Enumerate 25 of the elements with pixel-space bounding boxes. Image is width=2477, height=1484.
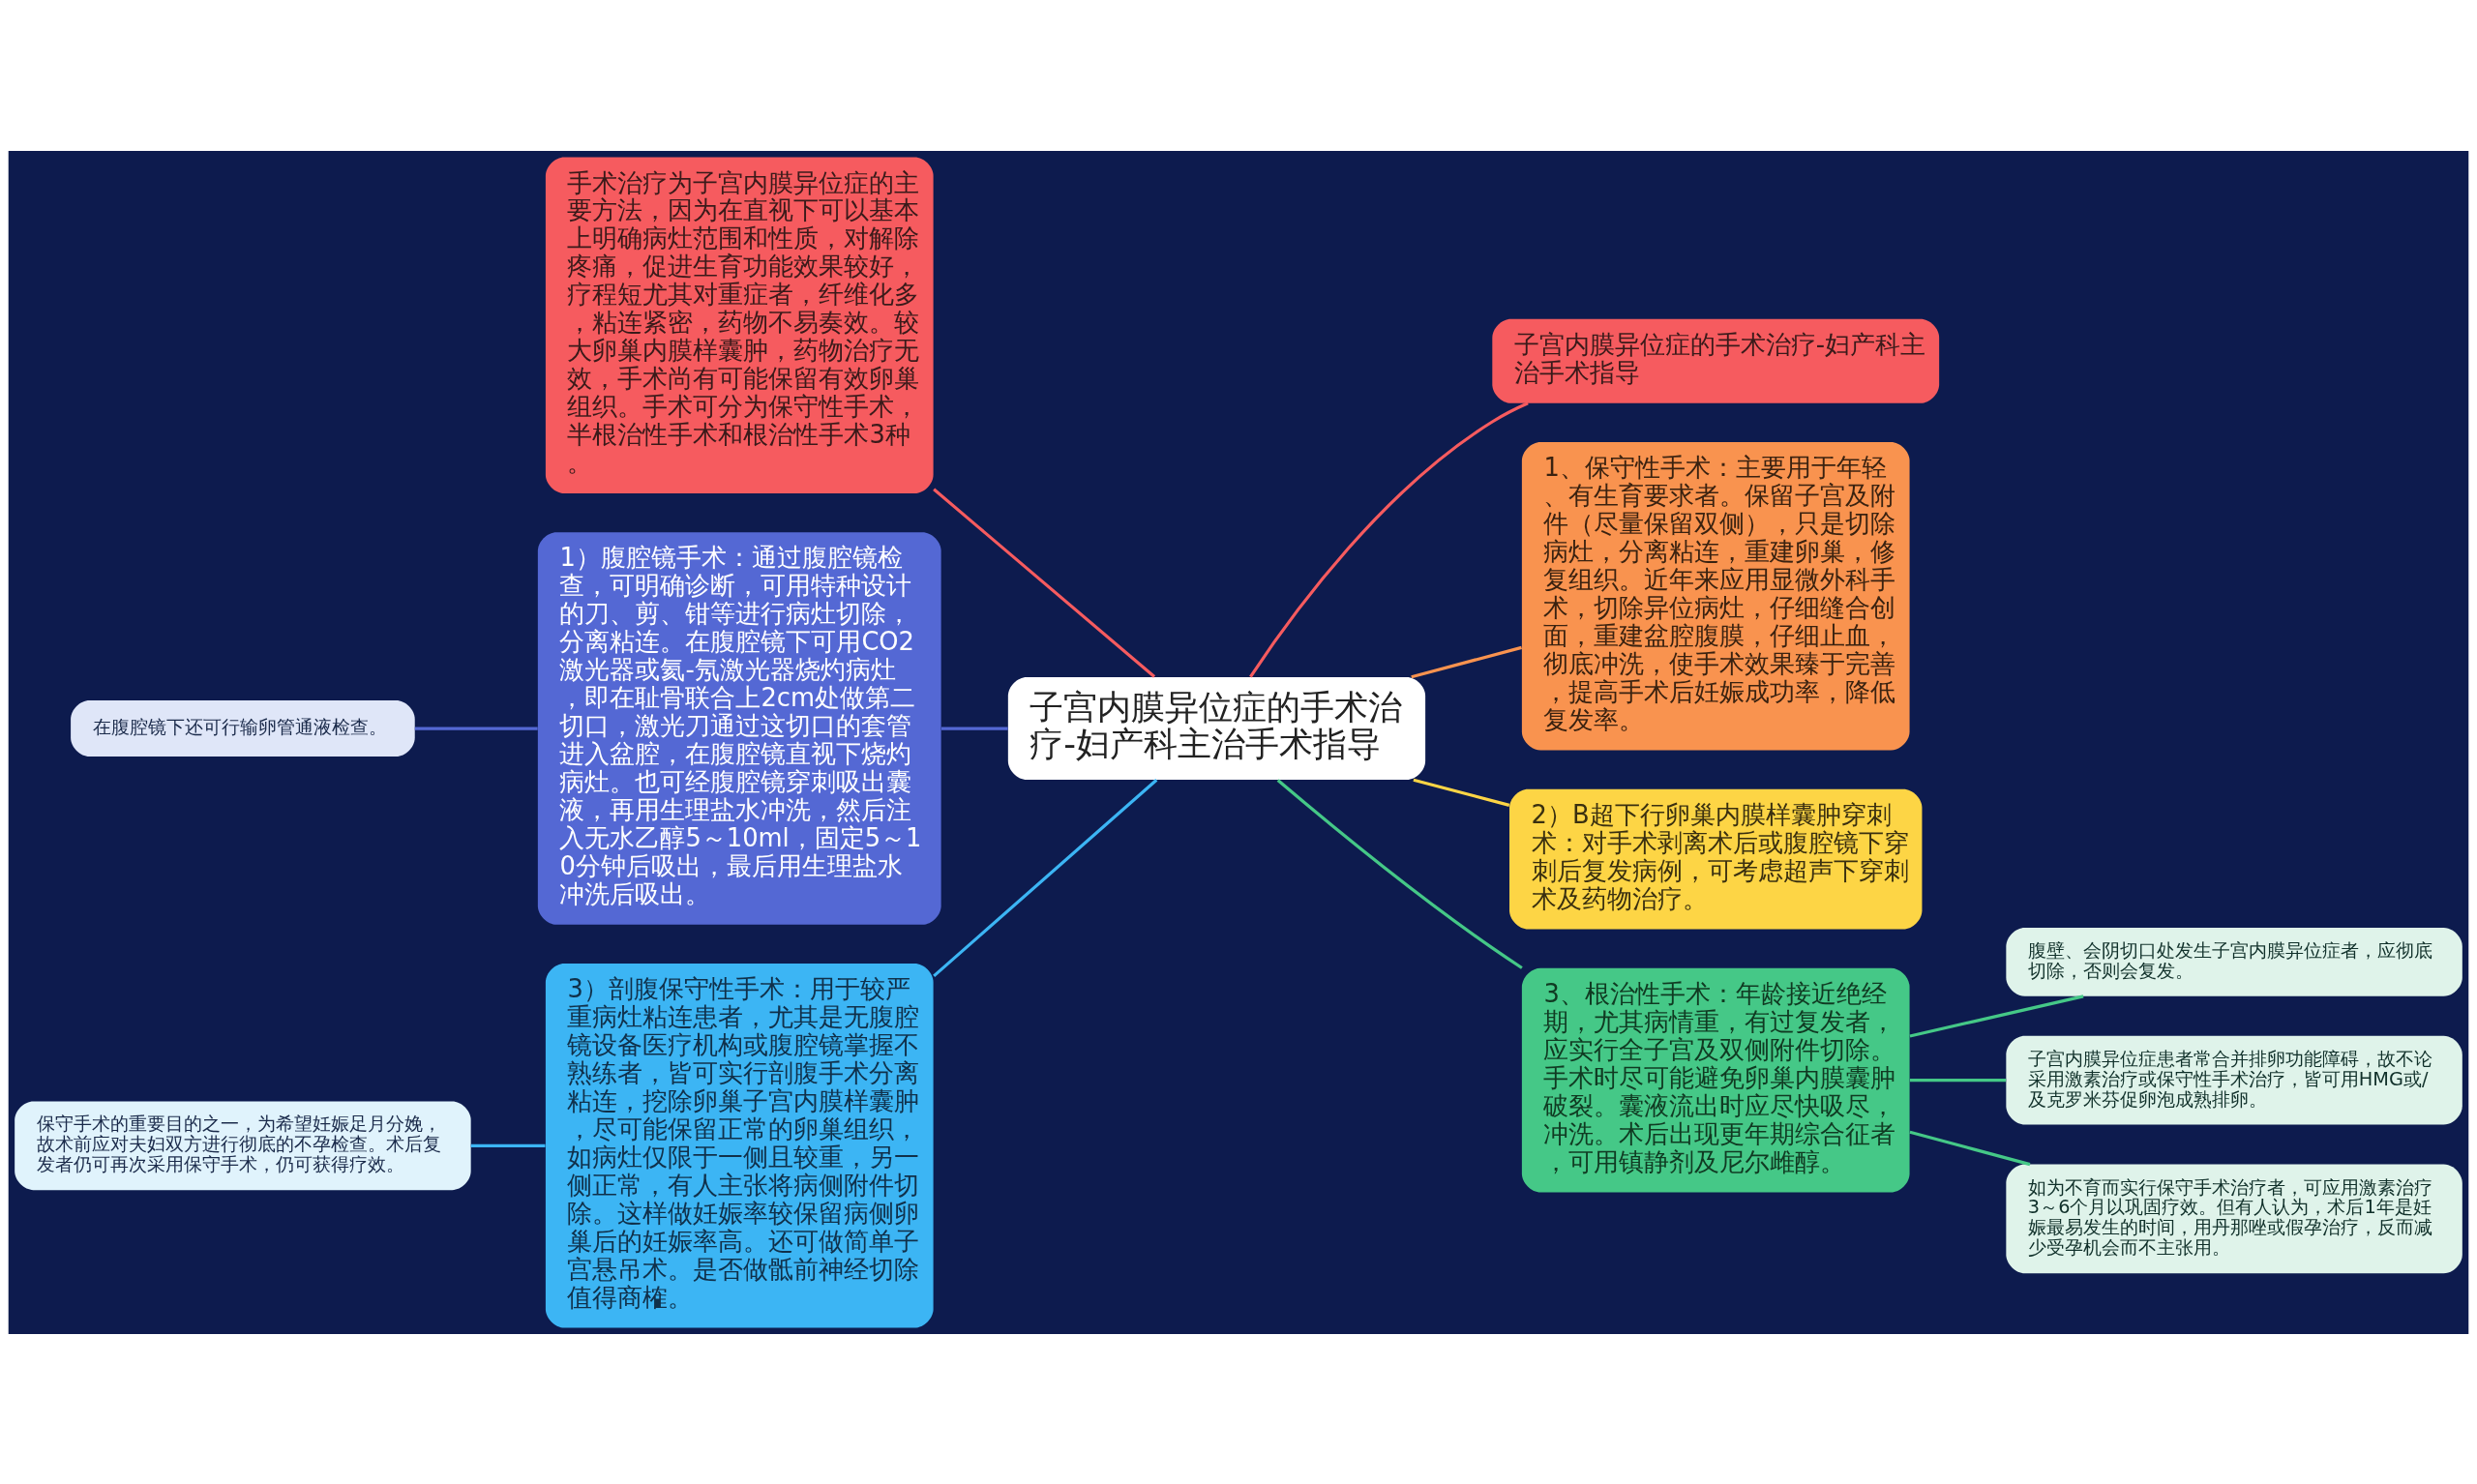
connector [1411, 645, 1522, 678]
node-box: 如为不育而实行保守手术治疗者，可应用激素治疗3～6个月以巩固疗效。但有人认为，术后1年是妊娠最易发生的时间，用丹那唑或假孕治疗，反而减少受孕机会而不主张用。 [2006, 1164, 2462, 1273]
connector [1909, 1078, 2007, 1082]
node-box: 3、根治性手术：年龄接近绝经期，尤其病情重，有过复发者，应实行全子宫及双侧附件切除。手术时尽可能避免卵巢内膜囊肿破裂。囊液流出时应尽快吸尽，冲洗。术后出现更年期综合征者，可用镇静剂及尼尔雌醇。 [1521, 967, 1910, 1193]
connector [1413, 778, 1510, 807]
node-box: 腹壁、会阴切口处发生子宫内膜异位症者，应彻底切除，否则会复发。 [2006, 927, 2462, 996]
node-box: 2）B超下行卵巢内膜样囊肿穿刺术：对手术剥离术后或腹腔镜下穿刺后复发病例，可考虑超声下穿刺术及药物治疗。 [1509, 788, 1923, 930]
node-box: 1）腹腔镜手术：通过腹腔镜检查，可明确诊断，可用特种设计的刀、剪、钳等进行病灶切除，分离粘连。在腹腔镜下可用CO2激光器或氦-氖激光器烧灼病灶，即在耻骨联合上2cm处做第二切口，激光刀通过这切口的套管进入盆腔，在腹腔镜直视下烧灼病灶。也可经腹腔镜穿刺吸出囊液，再用生理盐水冲洗，然后注入无水乙醇5～10ml，固定5～10分钟后吸出，最后用生理盐水冲洗后吸出。 [537, 531, 941, 925]
connector [940, 726, 1008, 730]
connector [933, 778, 1158, 977]
node-box: 保守手术的重要目的之一，为希望妊娠足月分娩，故术前应对夫妇双方进行彻底的不孕检查。术后复发者仍可再次采用保守手术，仍可获得疗效。 [15, 1100, 471, 1190]
connector [470, 1143, 546, 1147]
node-box: 在腹腔镜下还可行输卵管通液检查。 [71, 699, 415, 757]
node-box: 1、保守性手术：主要用于年轻、有生育要求者。保留子宫及附件（尽量保留双侧），只是切除病灶，分离粘连，重建卵巢，修复组织。近年来应用显微外科手术，切除异位病灶，仔细缝合创面，重建盆腔腹膜，仔细止血，彻底冲洗，使手术效果臻于完善，提高手术后妊娠成功率，降低复发率。 [1521, 441, 1910, 751]
connector [1909, 994, 2084, 1038]
connector [1909, 1130, 2031, 1166]
node-box: 子宫内膜异位症的手术治疗-妇产科主治手术指导 [1007, 676, 1426, 780]
node-box: 子宫内膜异位症的手术治疗-妇产科主治手术指导 [1492, 318, 1940, 403]
connector [414, 726, 538, 730]
connector [933, 488, 1156, 678]
connector [1276, 778, 1523, 969]
node-box: 手术治疗为子宫内膜异位症的主要方法，因为在直视下可以基本上明确病灶范围和性质，对解除疼痛，促进生育功能效果较好，疗程短尤其对重症者，纤维化多，粘连紧密，药物不易奏效。较大卵巢内膜样囊肿，药物治疗无效，手术尚有可能保留有效卵巢组织。手术可分为保守性手术，半根治性手术和根治性手术3种。 [545, 156, 934, 493]
connector [1249, 401, 1529, 677]
node-box: 子宫内膜异位症患者常合并排卵功能障碍，故不论采用激素治疗或保守性手术治疗，皆可用HMG或/及克罗米芬促卵泡成熟排卵。 [2006, 1035, 2462, 1125]
node-box: 3）剖腹保守性手术：用于较严重病灶粘连患者，尤其是无腹腔镜设备医疗机构或腹腔镜掌握不熟练者，皆可实行剖腹手术分离粘连，挖除卵巢子宫内膜样囊肿，尽可能保留正常的卵巢组织，如病灶仅限于一侧且较重，另一侧正常，有人主张将病侧附件切除。这样做妊娠率较保留病侧卵巢后的妊娠率高。还可做简单子宫悬吊术。是否做骶前神经切除值得商榷。 [545, 963, 934, 1328]
